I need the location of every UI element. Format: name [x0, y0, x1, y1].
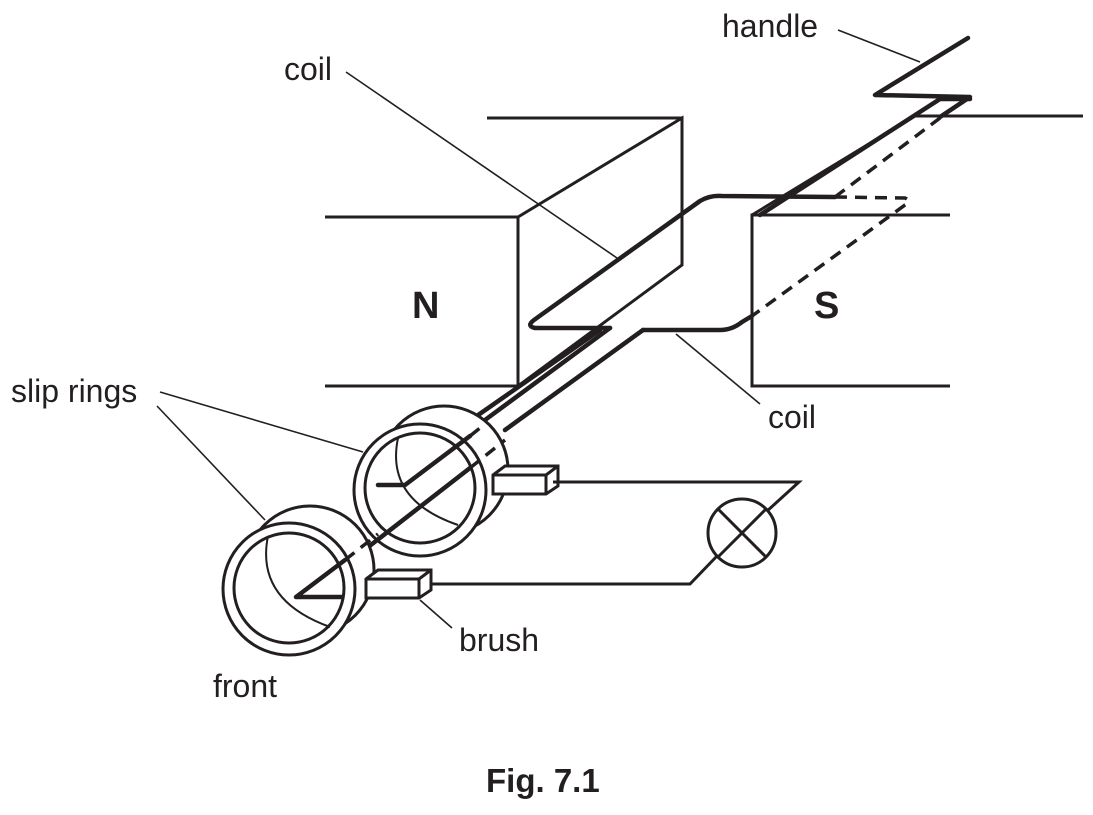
- label-coil-top: coil: [284, 51, 332, 87]
- external-circuit: [430, 480, 803, 586]
- pole-north: N: [412, 285, 439, 327]
- brush-front: [364, 568, 433, 600]
- lamp-icon: [706, 497, 778, 569]
- pole-south: S: [814, 285, 839, 327]
- label-slip-rings: slip rings: [11, 373, 137, 409]
- north-magnet: [325, 115, 684, 388]
- south-magnet: [750, 114, 1083, 388]
- axle-wires: [468, 325, 646, 433]
- label-coil-bottom: coil: [768, 399, 816, 435]
- figure-caption: Fig. 7.1: [486, 762, 600, 799]
- handle: [872, 35, 973, 120]
- label-brush: brush: [459, 622, 539, 658]
- label-handle: handle: [722, 8, 818, 44]
- leader-lines: [156, 29, 921, 629]
- label-front: front: [213, 668, 277, 704]
- brush-back: [491, 464, 560, 496]
- slip-ring-front: [221, 504, 380, 657]
